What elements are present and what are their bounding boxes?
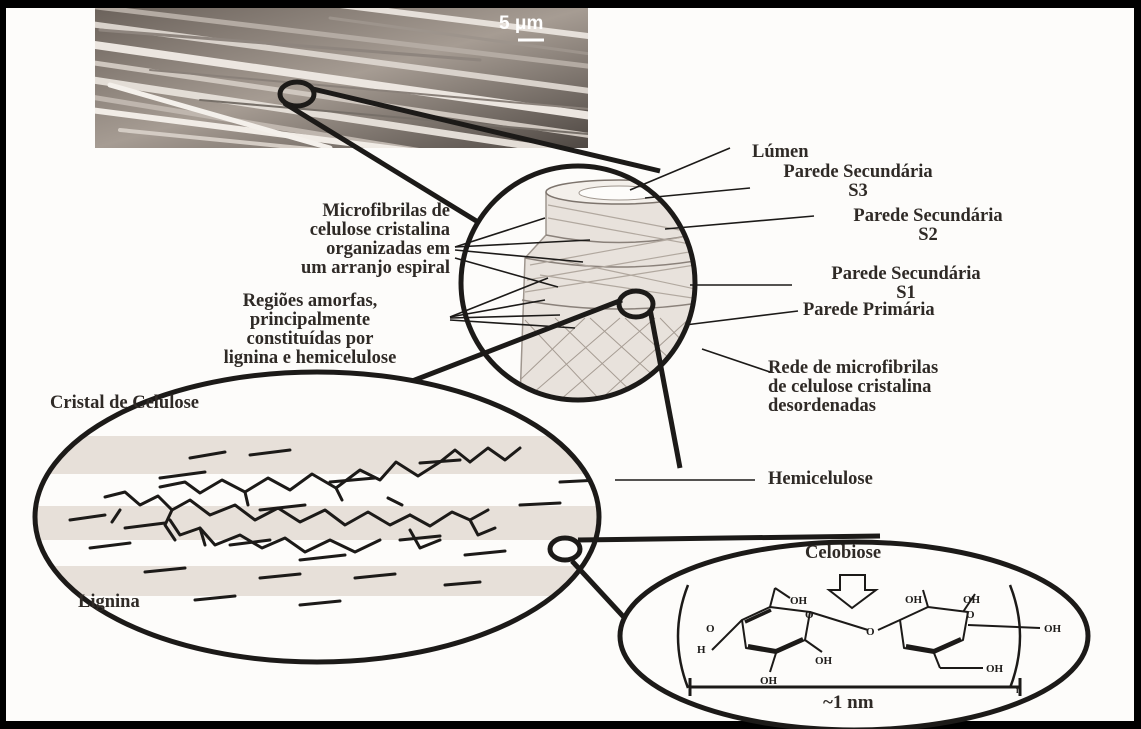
- label-hemicellulose: Hemicelulose: [768, 470, 873, 489]
- oh-label-6: OH: [1044, 623, 1062, 635]
- subscript-n: n: [1016, 685, 1021, 695]
- label-primary-wall: Parede Primária: [803, 301, 935, 320]
- label-microfibril-network: Rede de microfibrilas de celulose crista…: [768, 359, 938, 416]
- label-lignin: Lignina: [78, 593, 140, 612]
- oh-label-5: OH: [963, 594, 981, 606]
- oh-label-4: OH: [905, 594, 923, 606]
- fiber-circle: [461, 166, 720, 400]
- label-cellulose-crystal: Cristal de Celulose: [50, 394, 199, 413]
- cellulose-assembly-circle: [20, 372, 620, 662]
- ring-o-label-1: O: [805, 609, 814, 621]
- oh-label-2: OH: [760, 675, 778, 687]
- label-scale-nm: ~1 nm: [823, 693, 874, 712]
- oh-label-1: OH: [790, 595, 808, 607]
- bridge-o-label: O: [866, 626, 875, 638]
- oh-label-7: OH: [986, 663, 1004, 675]
- label-lumen: Lúmen: [752, 143, 809, 162]
- sem-micrograph: 5 μm: [60, 0, 620, 180]
- label-amorphous-regions: Regiões amorfas, principalmente constitu…: [150, 292, 470, 368]
- label-microfibrils: Microfibrilas de celulose cristalina org…: [160, 202, 450, 278]
- label-cellobiose: Celobiose: [805, 544, 881, 563]
- oh-label-3: OH: [815, 655, 833, 667]
- scale-label-micrometer: 5 μm: [499, 13, 543, 34]
- h-end-label: H: [697, 644, 706, 656]
- o-link-label: O: [706, 623, 715, 635]
- ring-o-label-2: O: [966, 609, 975, 621]
